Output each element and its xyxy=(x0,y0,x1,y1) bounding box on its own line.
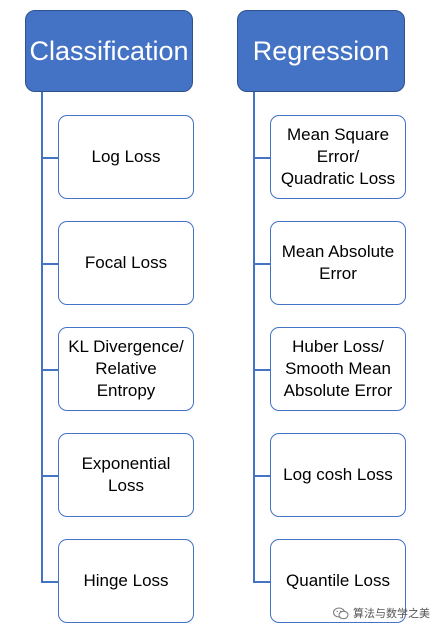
regression-item-mean-square-error: Mean Square Error/ Quadratic Loss xyxy=(270,115,406,199)
classification-header: Classification xyxy=(25,10,193,92)
classification-item-exponential-loss: Exponential Loss xyxy=(58,433,194,517)
regression-item-log-cosh-loss: Log cosh Loss xyxy=(270,433,406,517)
regression-connector xyxy=(253,581,271,583)
classification-connector xyxy=(41,581,59,583)
classification-item-label: Exponential Loss xyxy=(81,454,171,495)
wechat-icon xyxy=(333,607,349,620)
regression-item-label: Quantile Loss xyxy=(286,571,390,590)
watermark: 算法与数学之美 xyxy=(333,605,430,621)
regression-item-huber-loss: Huber Loss/ Smooth Mean Absolute Error xyxy=(270,327,406,411)
classification-item-log-loss: Log Loss xyxy=(58,115,194,199)
regression-item-label: Mean Square Error/ Quadratic Loss xyxy=(280,125,396,188)
classification-connector xyxy=(41,369,59,371)
regression-item-quantile-loss: Quantile Loss xyxy=(270,539,406,623)
classification-title: Classification xyxy=(29,35,189,66)
regression-connector xyxy=(253,157,271,159)
classification-item-label: Focal Loss xyxy=(84,253,168,272)
regression-connector xyxy=(253,475,271,477)
classification-connector xyxy=(41,475,59,477)
regression-item-label: Huber Loss/ Smooth Mean Absolute Error xyxy=(283,337,393,400)
regression-connector-trunk xyxy=(253,92,255,581)
regression-item-label: Log cosh Loss xyxy=(283,465,393,484)
regression-connector xyxy=(253,263,271,265)
watermark-text: 算法与数学之美 xyxy=(353,608,430,620)
classification-item-label: Hinge Loss xyxy=(83,571,169,590)
classification-item-label: Log Loss xyxy=(91,147,161,166)
regression-title: Regression xyxy=(252,35,390,66)
regression-item-label: Mean Absolute Error xyxy=(281,242,395,283)
classification-item-kl-divergence: KL Divergence/ Relative Entropy xyxy=(58,327,194,411)
regression-item-mean-absolute-error: Mean Absolute Error xyxy=(270,221,406,305)
classification-item-focal-loss: Focal Loss xyxy=(58,221,194,305)
regression-header: Regression xyxy=(237,10,405,92)
classification-item-hinge-loss: Hinge Loss xyxy=(58,539,194,623)
classification-connector xyxy=(41,157,59,159)
classification-connector-trunk xyxy=(41,92,43,581)
regression-connector xyxy=(253,369,271,371)
classification-item-label: KL Divergence/ Relative Entropy xyxy=(68,337,184,400)
classification-connector xyxy=(41,263,59,265)
